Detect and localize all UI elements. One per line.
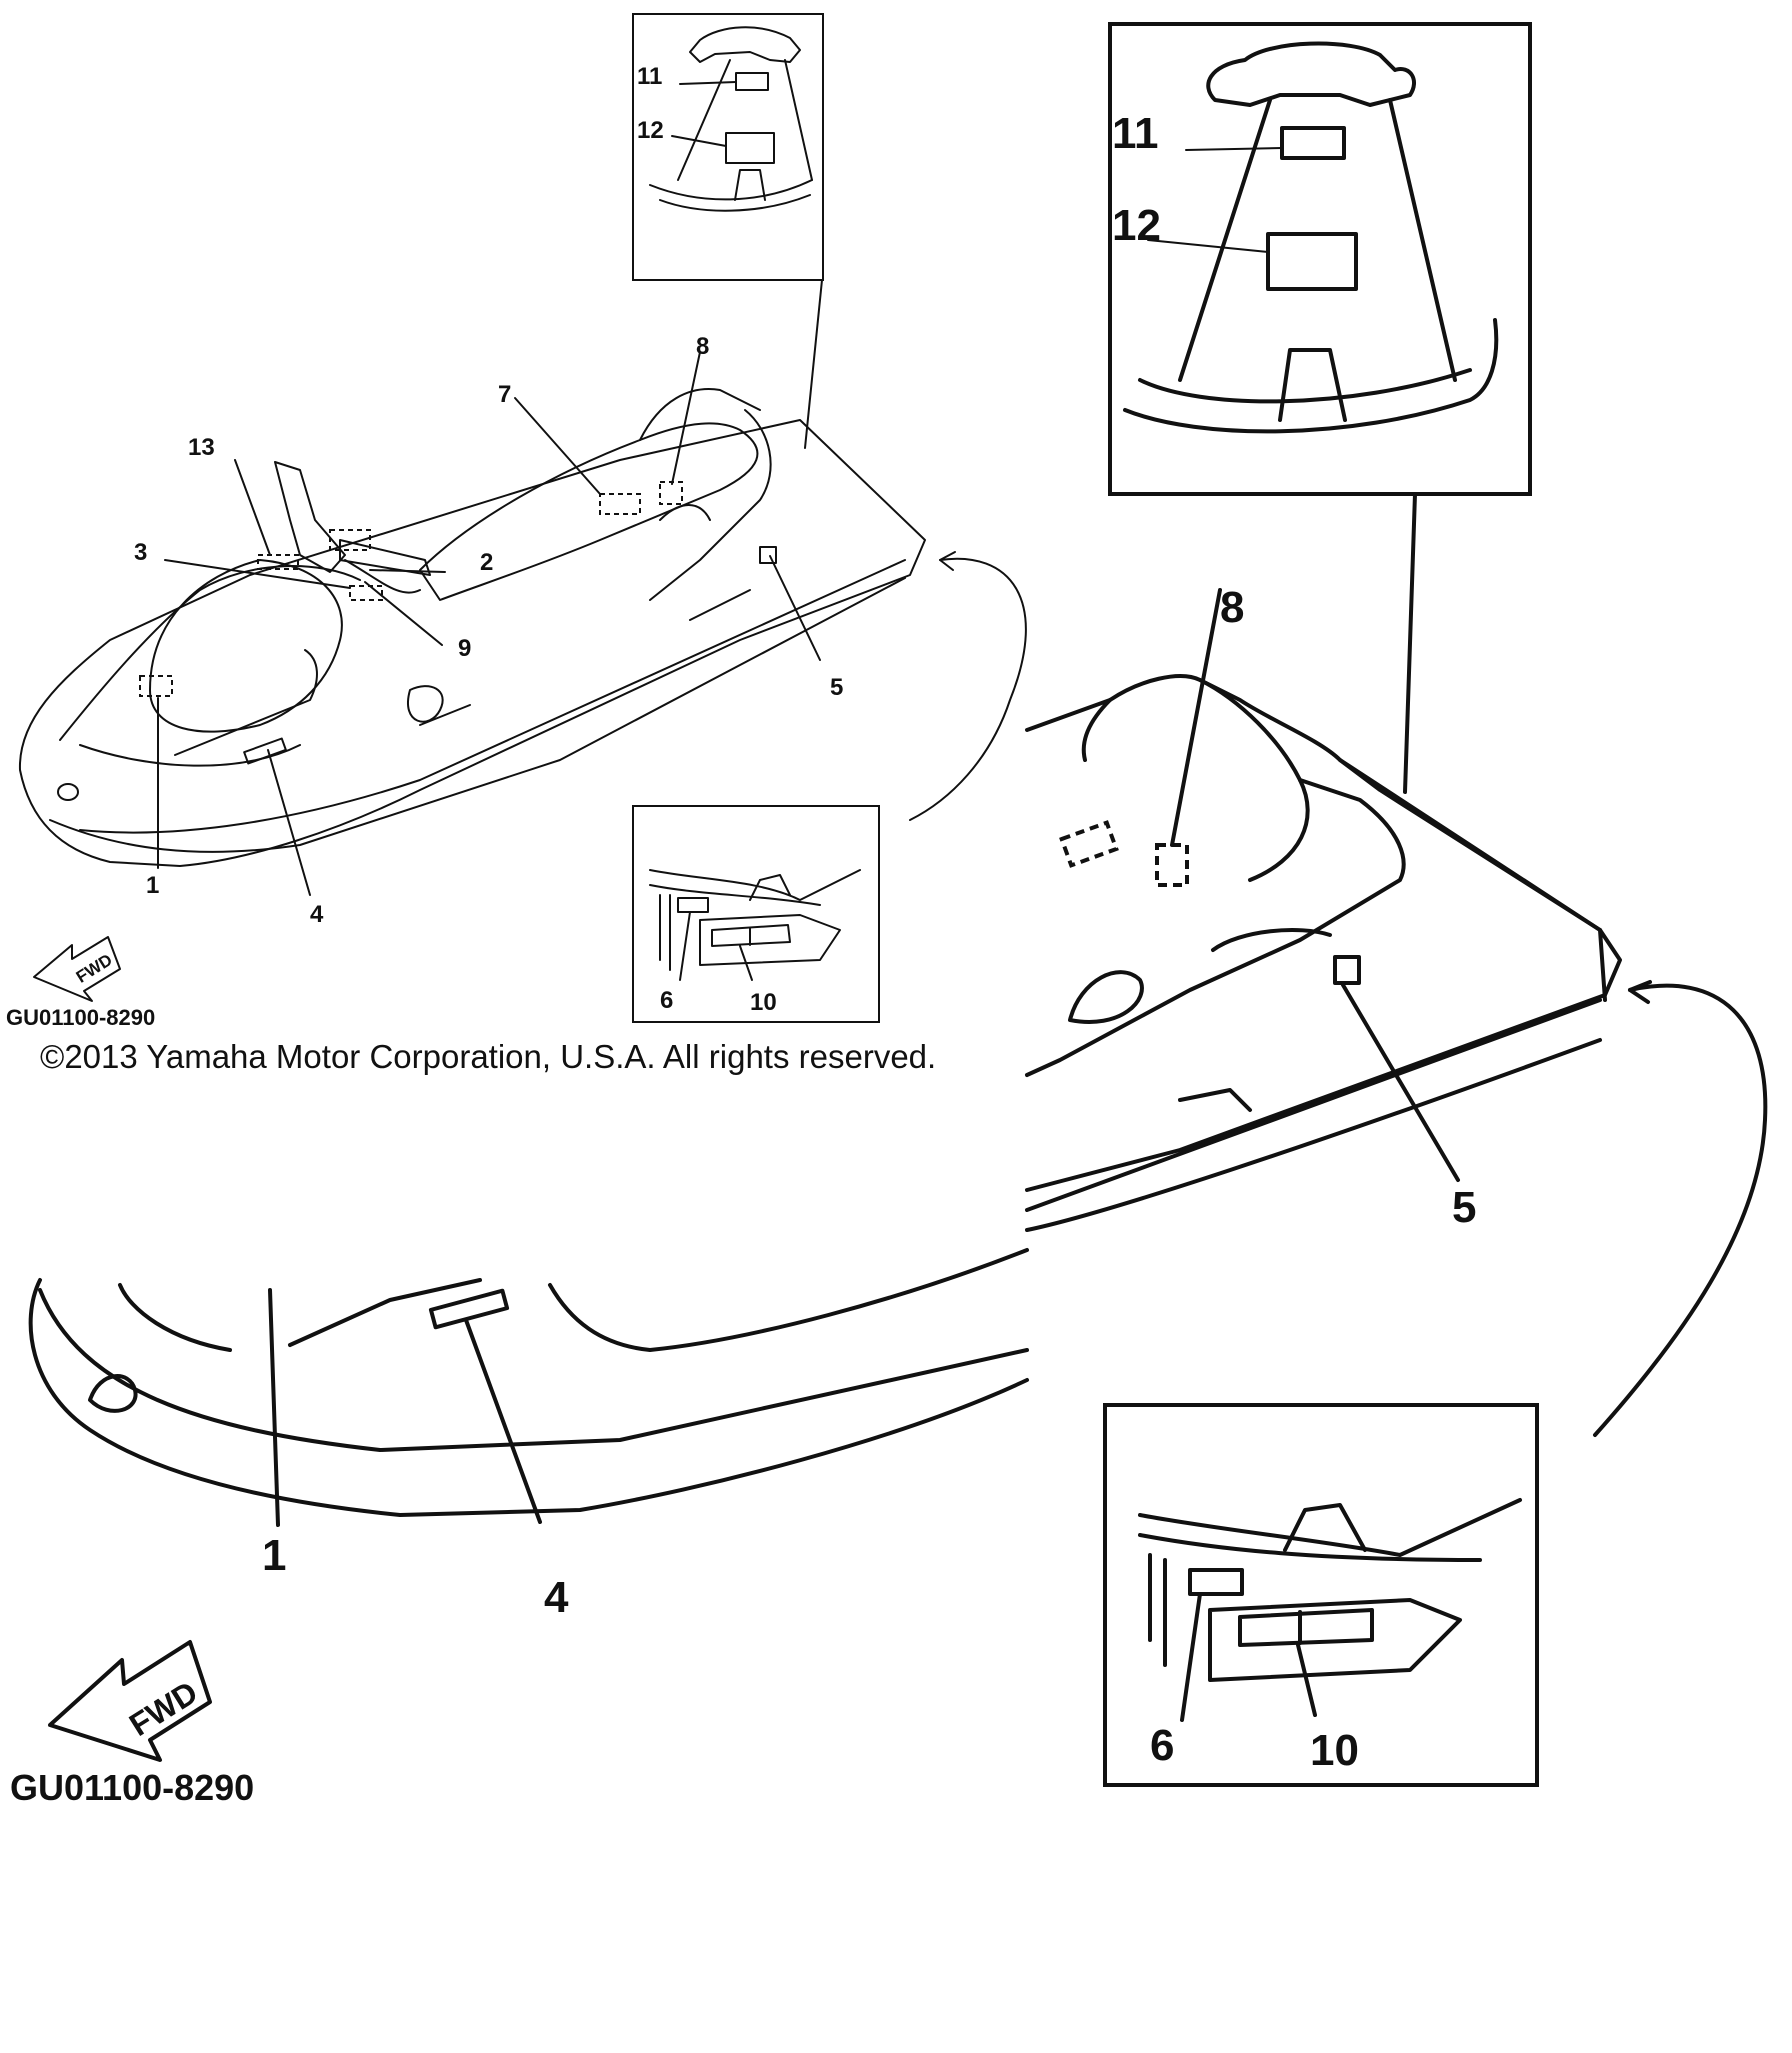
arrowhead-large (1628, 980, 1652, 1004)
callout-13-small: 13 (188, 434, 215, 461)
diagram-code-small: GU01100-8290 (6, 1005, 155, 1030)
callout-6-large: 6 (1150, 1721, 1174, 1770)
callout-8-small: 8 (696, 333, 709, 360)
callout-5-small: 5 (830, 674, 843, 701)
fwd-arrow-icon: FWD (48, 1640, 212, 1762)
connector-bottom-large (1593, 983, 1768, 1437)
callout-3-small: 3 (134, 539, 147, 566)
callout-2-small: 2 (480, 549, 493, 576)
callout-8-large: 8 (1220, 583, 1244, 632)
small-inset-top: 11 12 (632, 13, 824, 281)
fwd-arrow-icon: FWD (33, 936, 121, 1002)
callout-7-small: 7 (498, 381, 511, 408)
callout-11-small: 11 (637, 63, 662, 90)
diagram-code-large: GU01100-8290 (10, 1767, 254, 1808)
callout-4-large: 4 (544, 1573, 569, 1622)
callout-10-large: 10 (1310, 1726, 1359, 1775)
copyright-notice: ©2013 Yamaha Motor Corporation, U.S.A. A… (40, 1038, 936, 1075)
callout-5-large: 5 (1452, 1183, 1476, 1232)
callout-1-large: 1 (262, 1531, 286, 1580)
large-front-section: 1 4 (28, 1248, 1029, 1622)
callout-12-small: 12 (637, 117, 664, 144)
large-inset-top: 11 12 (1108, 22, 1532, 496)
callout-4-small: 4 (310, 901, 324, 928)
connector-top-large (1403, 492, 1417, 794)
large-rear-section: 8 5 (1025, 583, 1622, 1232)
small-watercraft-drawing (18, 279, 1027, 896)
small-callouts: 1 2 3 4 5 7 8 9 13 (134, 333, 843, 928)
callout-1-small: 1 (146, 872, 159, 899)
callout-6-small: 6 (660, 987, 673, 1014)
callout-10-small: 10 (750, 989, 777, 1016)
small-inset-bottom: 6 10 (632, 805, 880, 1023)
large-inset-bottom: 6 10 (1103, 1403, 1539, 1787)
callout-11-large: 11 (1112, 109, 1159, 158)
callout-12-large: 12 (1112, 201, 1161, 250)
callout-9-small: 9 (458, 635, 471, 662)
